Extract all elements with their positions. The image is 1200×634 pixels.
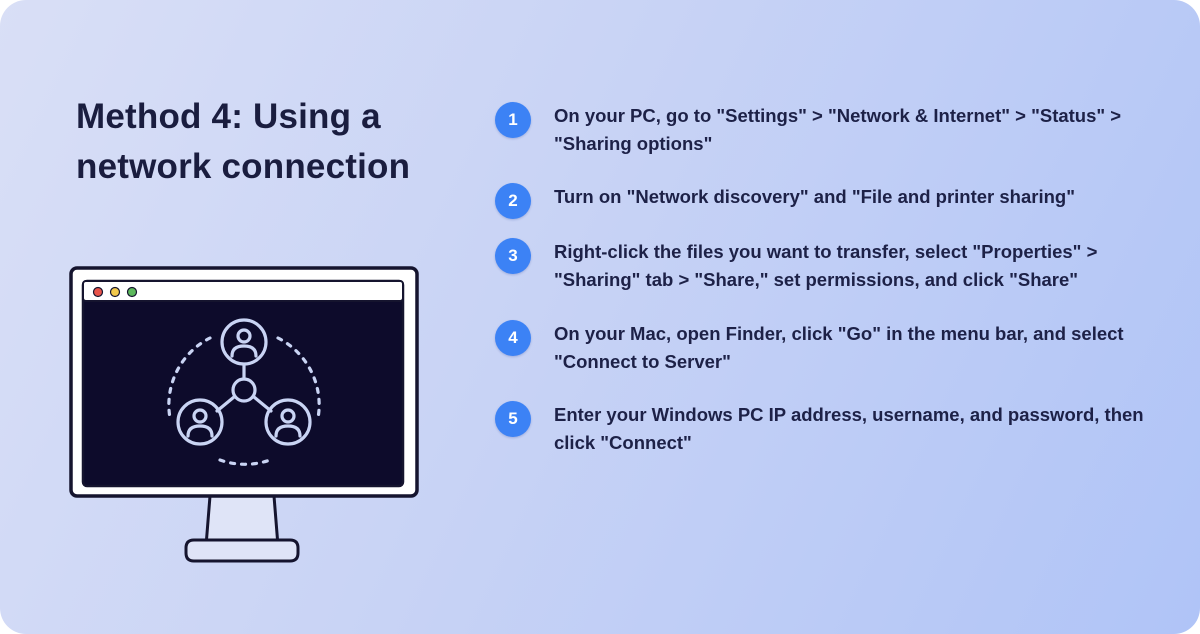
maximize-dot-icon	[126, 286, 138, 298]
step-item: 3 Right-click the files you want to tran…	[495, 238, 1175, 294]
step-number-badge: 5	[495, 401, 531, 437]
step-number-badge: 3	[495, 238, 531, 274]
computer-illustration	[60, 258, 430, 578]
step-item: 2 Turn on "Network discovery" and "File …	[495, 183, 1175, 219]
step-item: 5 Enter your Windows PC IP address, user…	[495, 401, 1175, 457]
close-dot-icon	[92, 286, 104, 298]
step-item: 4 On your Mac, open Finder, click "Go" i…	[495, 320, 1175, 376]
minimize-dot-icon	[109, 286, 121, 298]
step-number-badge: 1	[495, 102, 531, 138]
step-text: On your PC, go to "Settings" > "Network …	[554, 105, 1122, 154]
step-number-badge: 2	[495, 183, 531, 219]
page-title: Method 4: Using a network connection	[76, 97, 411, 186]
network-users-icon	[167, 318, 321, 466]
monitor-icon	[69, 266, 419, 563]
step-text: Enter your Windows PC IP address, userna…	[554, 404, 1144, 453]
step-text: Right-click the files you want to transf…	[554, 241, 1098, 290]
step-item: 1 On your PC, go to "Settings" > "Networ…	[495, 102, 1175, 158]
step-text: On your Mac, open Finder, click "Go" in …	[554, 323, 1124, 372]
step-number-badge: 4	[495, 320, 531, 356]
step-text: Turn on "Network discovery" and "File an…	[554, 186, 1075, 207]
